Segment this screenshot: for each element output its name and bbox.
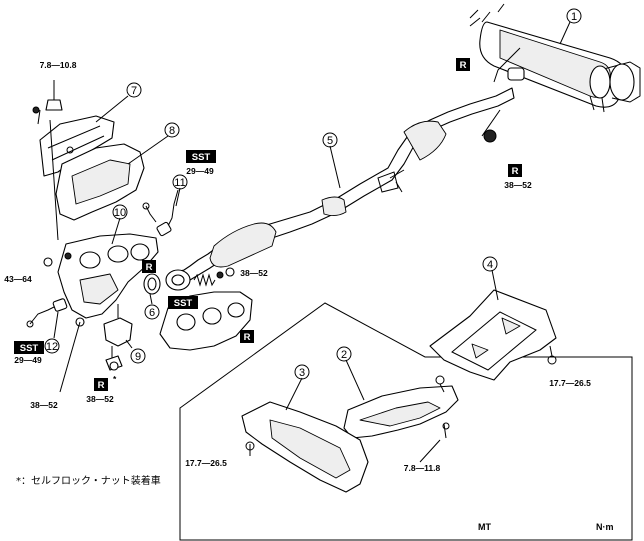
sst-tag-lower: SST — [14, 341, 44, 354]
torque-label-sst-lower: 29—49 — [14, 355, 42, 365]
torque-label-top-left: 7.8—10.8 — [40, 60, 77, 70]
svg-text:1: 1 — [571, 11, 577, 23]
nut-38-52-right — [225, 267, 235, 277]
nut-bracket — [109, 361, 119, 371]
exhaust-manifold — [57, 233, 159, 319]
leader-lines — [49, 21, 571, 463]
main-silencer — [469, 3, 641, 113]
svg-text:SST: SST — [20, 343, 39, 354]
svg-text:4: 4 — [487, 259, 493, 271]
spring — [193, 271, 224, 287]
svg-text:R: R — [512, 166, 519, 177]
callout-4: 4 — [482, 256, 498, 272]
svg-text:5: 5 — [327, 135, 333, 147]
r-tag-silencer: R — [456, 58, 470, 71]
mt-inset-frame — [179, 302, 633, 541]
footnote: *：セルフロック・ナット装着車 — [16, 474, 161, 487]
callout-6: 6 — [144, 304, 160, 320]
svg-text:SST: SST — [192, 152, 211, 163]
under-cover-2 — [343, 375, 459, 439]
torque-label-cover-2: 7.8—11.8 — [404, 463, 441, 473]
bracket — [103, 304, 133, 371]
under-cover-4 — [429, 289, 557, 381]
r-tag-gasket: R — [142, 260, 156, 273]
torque-label-mid-nut: 38—52 — [240, 268, 268, 278]
svg-text:9: 9 — [135, 351, 141, 363]
svg-text:*: * — [113, 374, 117, 384]
sst-tag-upper: SST — [186, 150, 216, 163]
callout-2: 2 — [336, 346, 352, 362]
torque-label-sst-upper: 29—49 — [186, 166, 214, 176]
under-cover-3 — [241, 401, 450, 493]
callout-1: 1 — [566, 8, 582, 24]
svg-text:R: R — [146, 262, 153, 273]
callout-9: 9 — [130, 348, 146, 364]
r-tag-manifold: R — [240, 330, 254, 343]
svg-text:R: R — [244, 332, 251, 343]
svg-text:R: R — [460, 60, 467, 71]
svg-text:10: 10 — [114, 207, 126, 219]
callout-5: 5 — [322, 132, 338, 148]
unit-label: N·m — [596, 522, 614, 532]
callout-12: 12 — [44, 338, 60, 354]
svg-text:3: 3 — [299, 367, 305, 379]
nut-silencer — [483, 129, 497, 143]
torque-label-cover-3: 17.7—26.5 — [185, 458, 227, 468]
callout-8: 8 — [164, 122, 180, 138]
oxygen-sensor-upper — [142, 189, 179, 237]
r-tag-nut: R — [508, 164, 522, 177]
callout-3: 3 — [294, 364, 310, 380]
svg-text:SST: SST — [174, 298, 193, 309]
torque-label-left-nut: 43—64 — [4, 274, 32, 284]
exhaust-pipe — [165, 87, 515, 291]
svg-text:7: 7 — [131, 85, 137, 97]
svg-text:2: 2 — [341, 349, 347, 361]
heat-insulator-lower — [55, 143, 145, 221]
gasket — [143, 273, 161, 295]
sst-tag-middle: SST — [168, 296, 198, 309]
svg-text:R: R — [98, 380, 105, 391]
heat-insulator-upper — [39, 115, 115, 177]
svg-text:8: 8 — [169, 125, 175, 137]
nut-43-64 — [43, 257, 53, 267]
inset-label-mt: MT — [478, 522, 491, 532]
torque-label-cover-4: 17.7—26.5 — [549, 378, 591, 388]
r-tag-bracket: R * — [94, 374, 117, 391]
torque-label-silencer: 38—52 — [504, 180, 532, 190]
callout-10: 10 — [112, 204, 128, 220]
oxygen-sensor-lower — [26, 298, 68, 328]
svg-text:11: 11 — [174, 177, 185, 189]
torque-label-bottom-bolt: 38—52 — [30, 400, 58, 410]
callout-11: 11 — [172, 174, 188, 190]
torque-label-bracket: 38—52 — [86, 394, 114, 404]
svg-text:6: 6 — [149, 307, 155, 319]
bolt-top-left — [32, 80, 63, 125]
callout-7: 7 — [126, 82, 142, 98]
svg-text:12: 12 — [46, 341, 58, 353]
